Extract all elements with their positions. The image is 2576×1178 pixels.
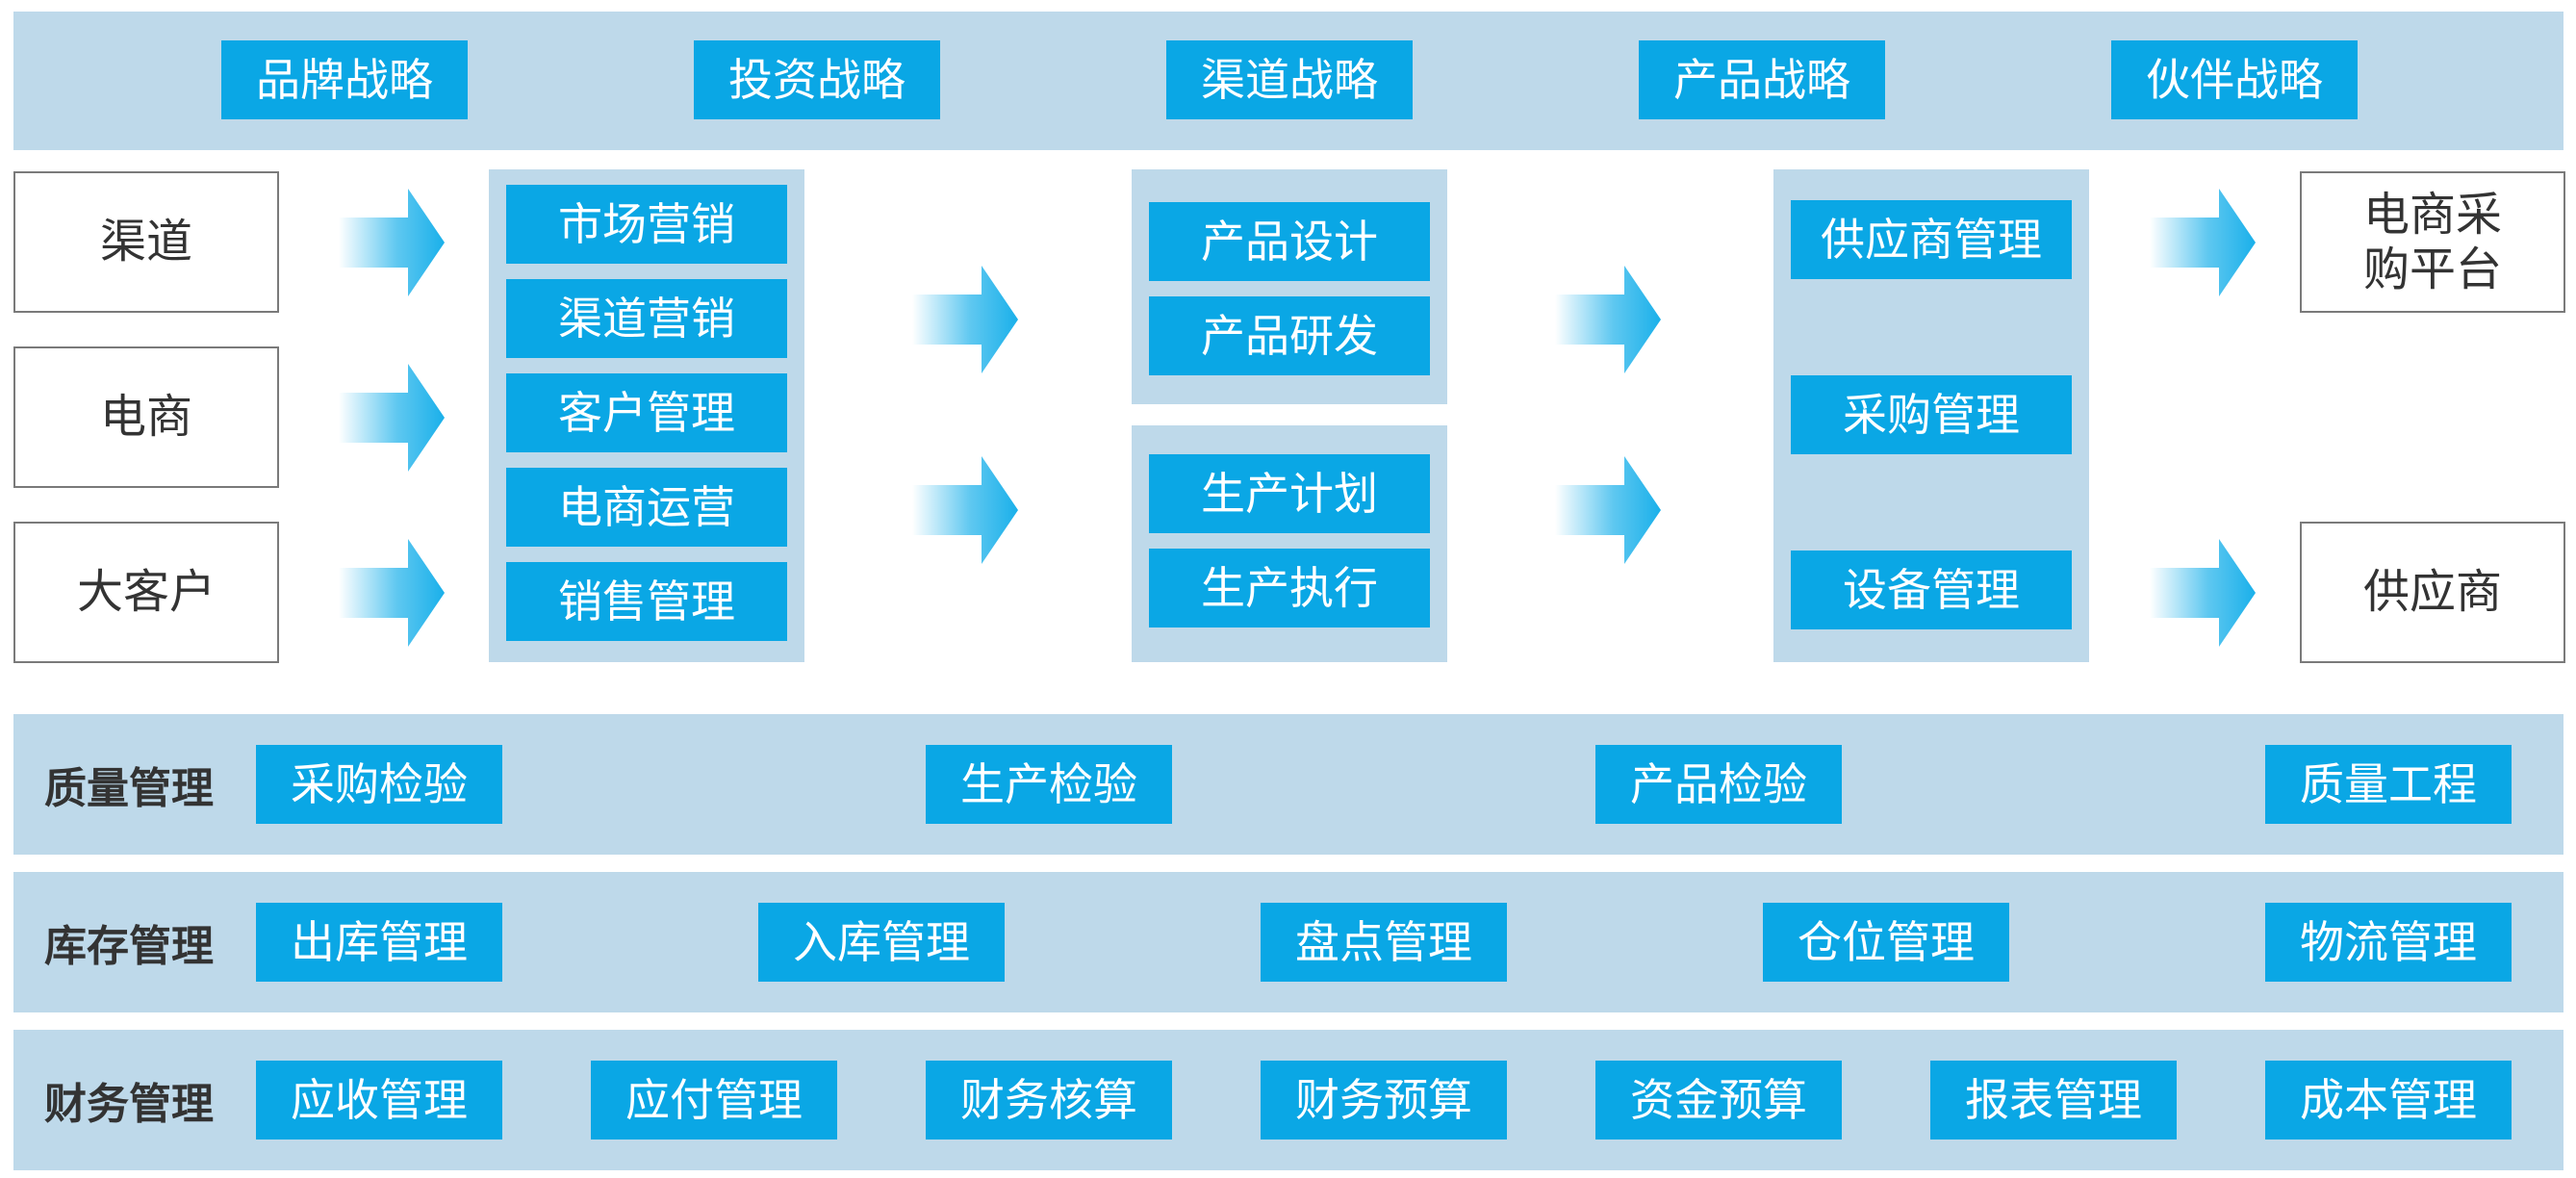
finance-band: 财务管理 应收管理 应付管理 财务核算 财务预算 资金预算 报表管理 成本管理 xyxy=(13,1030,2563,1170)
strategy-band: 品牌战略 投资战略 渠道战略 产品战略 伙伴战略 xyxy=(13,12,2563,150)
marketing-item: 客户管理 xyxy=(506,373,787,452)
product-item: 产品研发 xyxy=(1149,296,1430,375)
arrow-right-icon xyxy=(912,456,1018,564)
marketing-item: 渠道营销 xyxy=(506,279,787,358)
product-panel: 产品设计 产品研发 xyxy=(1132,169,1447,404)
production-item: 生产执行 xyxy=(1149,549,1430,627)
strategy-box-investment: 投资战略 xyxy=(694,40,940,119)
arrow-right-icon xyxy=(339,539,445,647)
arrow-right-icon xyxy=(2150,189,2256,296)
target-ecommerce-procurement-line1: 电商采 xyxy=(2362,187,2502,242)
source-key-account: 大客户 xyxy=(13,522,279,663)
finance-label: 财务管理 xyxy=(44,1080,214,1129)
quality-item: 质量工程 xyxy=(2265,745,2512,824)
finance-item: 应收管理 xyxy=(256,1061,502,1140)
quality-item: 采购检验 xyxy=(256,745,502,824)
source-key-account-label: 大客户 xyxy=(76,565,216,620)
marketing-item: 销售管理 xyxy=(506,562,787,641)
arrow-right-icon xyxy=(1555,266,1661,373)
strategy-box-brand: 品牌战略 xyxy=(221,40,468,119)
finance-item: 报表管理 xyxy=(1930,1061,2177,1140)
arrow-right-icon xyxy=(1555,456,1661,564)
quality-band: 质量管理 采购检验 生产检验 产品检验 质量工程 xyxy=(13,714,2563,855)
source-ecommerce-label: 电商 xyxy=(99,390,192,445)
target-supplier-label: 供应商 xyxy=(2362,565,2502,620)
production-panel: 生产计划 生产执行 xyxy=(1132,425,1447,662)
inventory-item: 出库管理 xyxy=(256,903,502,982)
source-channel: 渠道 xyxy=(13,171,279,313)
quality-label: 质量管理 xyxy=(44,764,214,813)
supply-item: 采购管理 xyxy=(1791,375,2072,454)
target-ecommerce-procurement-line2: 购平台 xyxy=(2362,242,2502,296)
quality-item: 生产检验 xyxy=(926,745,1172,824)
inventory-item: 盘点管理 xyxy=(1261,903,1507,982)
marketing-item: 市场营销 xyxy=(506,185,787,264)
supply-panel: 供应商管理 采购管理 设备管理 xyxy=(1773,169,2089,662)
inventory-item: 物流管理 xyxy=(2265,903,2512,982)
arrow-right-icon xyxy=(2150,539,2256,647)
strategy-box-product: 产品战略 xyxy=(1639,40,1885,119)
production-item: 生产计划 xyxy=(1149,454,1430,533)
target-supplier: 供应商 xyxy=(2300,522,2565,663)
inventory-item: 仓位管理 xyxy=(1763,903,2009,982)
arrow-right-icon xyxy=(339,189,445,296)
marketing-item: 电商运营 xyxy=(506,468,787,547)
finance-item: 财务核算 xyxy=(926,1061,1172,1140)
strategy-box-partner: 伙伴战略 xyxy=(2111,40,2358,119)
finance-item: 应付管理 xyxy=(591,1061,837,1140)
inventory-item: 入库管理 xyxy=(758,903,1005,982)
supply-item: 设备管理 xyxy=(1791,551,2072,629)
product-item: 产品设计 xyxy=(1149,202,1430,281)
quality-item: 产品检验 xyxy=(1595,745,1842,824)
arrow-right-icon xyxy=(912,266,1018,373)
inventory-band: 库存管理 出库管理 入库管理 盘点管理 仓位管理 物流管理 xyxy=(13,872,2563,1012)
strategy-box-channel: 渠道战略 xyxy=(1166,40,1413,119)
arrow-right-icon xyxy=(339,364,445,472)
source-channel-label: 渠道 xyxy=(99,215,192,269)
finance-item: 财务预算 xyxy=(1261,1061,1507,1140)
target-ecommerce-procurement: 电商采 购平台 xyxy=(2300,171,2565,313)
inventory-label: 库存管理 xyxy=(44,922,214,971)
source-ecommerce: 电商 xyxy=(13,346,279,488)
finance-item: 成本管理 xyxy=(2265,1061,2512,1140)
supply-item: 供应商管理 xyxy=(1791,200,2072,279)
finance-item: 资金预算 xyxy=(1595,1061,1842,1140)
marketing-panel: 市场营销 渠道营销 客户管理 电商运营 销售管理 xyxy=(489,169,804,662)
